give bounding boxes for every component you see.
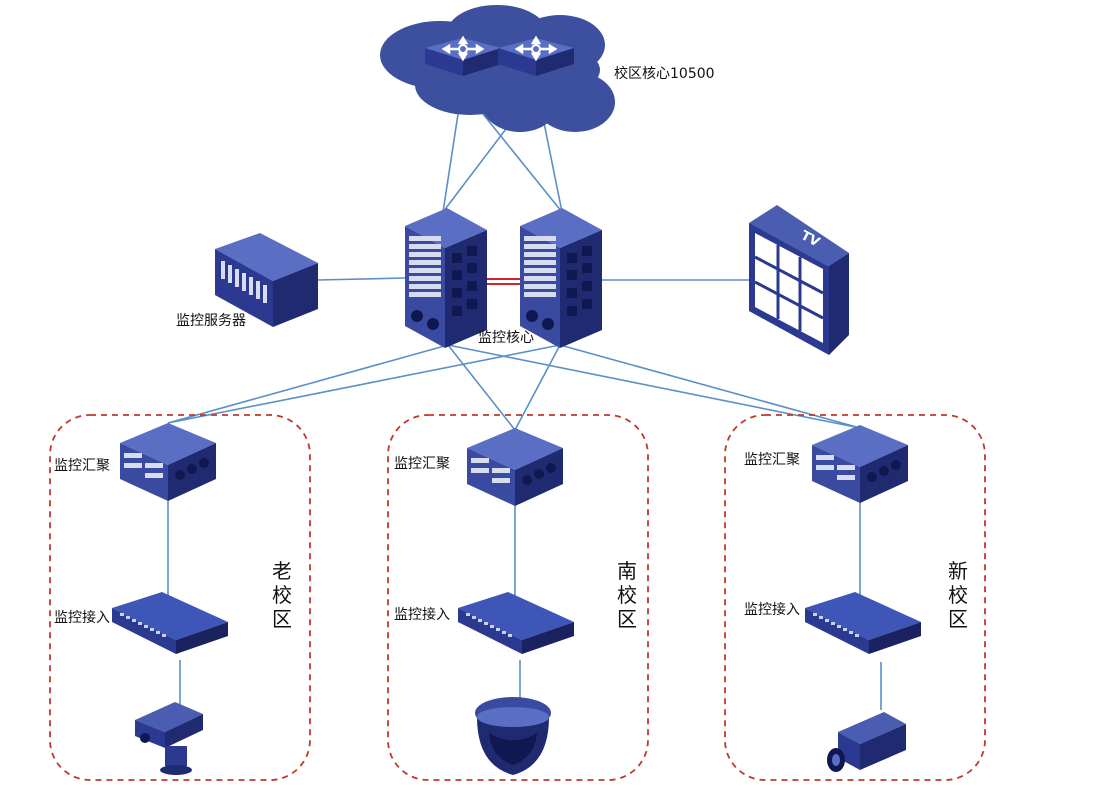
zone-new-campus-border xyxy=(724,414,986,781)
zone-south-campus-agg-switch-icon xyxy=(467,428,563,506)
zone-old-campus-label: 老 校 区 xyxy=(272,559,298,631)
zone-south-campus-access-switch-icon xyxy=(458,592,574,654)
connection-lines xyxy=(167,87,882,710)
core-stack-link xyxy=(487,278,520,285)
zone-south-campus-char-1: 南 xyxy=(617,559,637,583)
zone-south-campus-agg-label: 监控汇聚 xyxy=(394,456,450,472)
tv-wall-icon xyxy=(749,205,849,355)
zone-new-campus-char-3: 区 xyxy=(948,607,968,631)
campus-core-cloud xyxy=(380,5,615,132)
zone-old-campus-char-2: 校 xyxy=(272,583,292,607)
zone-south-campus-char-3: 区 xyxy=(617,607,637,631)
campus-core-label: 校区核心10500 xyxy=(614,65,715,82)
monitor-core-switch-right-icon xyxy=(520,208,602,348)
zone-old-campus-access-switch-icon xyxy=(112,592,228,654)
zone-old-campus-char-3: 区 xyxy=(272,607,292,631)
zone-south-campus-border xyxy=(387,414,649,781)
zone-old-campus-agg-label: 监控汇聚 xyxy=(54,458,110,474)
zone-old-campus-char-1: 老 xyxy=(272,559,292,583)
zone-south-campus-label: 南 校 区 xyxy=(617,559,643,631)
monitor-core-label: 监控核心 xyxy=(478,330,534,346)
monitor-core-switch-left-icon xyxy=(405,208,487,348)
ptz-camera-icon xyxy=(135,702,203,775)
zone-south-campus-access-label: 监控接入 xyxy=(394,606,450,623)
box-camera-icon xyxy=(827,712,906,772)
dome-camera-icon xyxy=(475,697,551,775)
zone-new-campus-char-1: 新 xyxy=(948,559,968,583)
zone-new-campus-agg-switch-icon xyxy=(812,425,908,503)
zone-new-campus-access-label: 监控接入 xyxy=(744,601,800,618)
zone-old-campus-agg-switch-icon xyxy=(120,423,216,501)
zone-old-campus-access-label: 监控接入 xyxy=(54,609,110,626)
monitor-server-label: 监控服务器 xyxy=(176,313,246,329)
zone-new-campus-access-switch-icon xyxy=(805,592,921,654)
zone-old-campus-border xyxy=(49,414,311,781)
monitor-server-icon xyxy=(215,233,318,327)
zone-south-campus-char-2: 校 xyxy=(617,583,637,607)
zone-new-campus-agg-label: 监控汇聚 xyxy=(744,452,800,468)
zone-new-campus-label: 新 校 区 xyxy=(948,559,974,631)
zone-new-campus-char-2: 校 xyxy=(948,583,968,607)
